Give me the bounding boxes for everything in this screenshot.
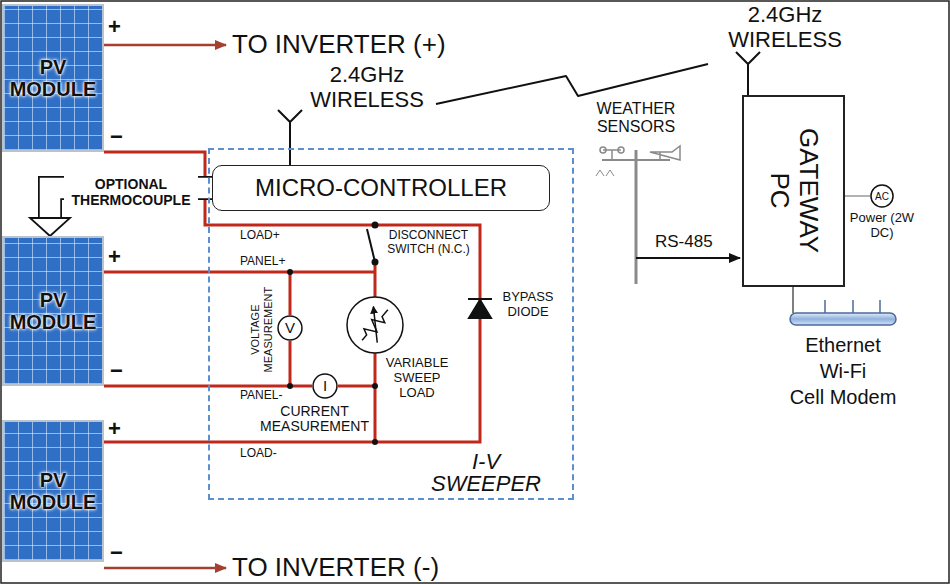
weather-mast [596,170,614,176]
weather-mast [618,147,624,153]
node-label: GATEWAY PC [765,126,822,256]
weather-mast [600,147,606,153]
junction-dot [372,439,378,445]
net-label: PANEL+ [240,255,285,269]
diode-label: BYPASS DIODE [492,290,564,320]
network-bus [790,313,896,325]
link-label: Ethernet [768,334,918,357]
power-lead [845,195,870,197]
network-bus [852,300,854,313]
diode-symbol [468,298,492,300]
circle-outline [871,185,893,207]
ammeter-symbol: I [312,373,338,399]
network-bus [824,300,826,313]
sensor-label: WEATHER SENSORS [580,100,692,137]
network-bus [879,300,881,313]
polarity-sign: + [108,14,121,39]
weather-mast [635,150,638,284]
net-label: PANEL- [240,389,282,403]
node-label: PV MODULE [8,469,98,513]
link-label: Cell Modem [768,386,918,409]
weather-mast [650,146,680,160]
junction-dot [372,259,379,266]
rs485-arrow [636,257,740,259]
circle-outline [313,374,337,398]
pv-module: PV MODULE [2,236,104,386]
antenna-symbol [736,52,760,64]
lead-label: TO INVERTER (+) [232,30,446,60]
variable-load-symbol [347,297,403,353]
switch-label: DISCONNECT SWITCH (N.C.) [381,229,476,257]
bus-label: RS-485 [655,232,713,252]
antenna-label: 2.4GHz WIRELESS [700,2,870,53]
network-bus [790,287,896,325]
polarity-sign: + [108,244,121,269]
power-symbol: AC [870,184,894,208]
variable-load-symbol [352,301,398,348]
variable-load-symbol [357,307,393,343]
circle-outline [278,316,302,340]
net-label: LOAD- [240,447,277,461]
polarity-sign: − [110,358,123,383]
disconnect-switch [367,229,375,262]
variable-load-symbol [358,306,393,344]
diode-symbol [468,299,492,318]
voltmeter-symbol: V [277,315,303,341]
pv-module: PV MODULE [2,4,104,152]
antenna-symbol [278,110,302,122]
microcontroller-box: MICRO-CONTROLLER [212,165,550,211]
node-label: MICRO-CONTROLLER [255,175,507,201]
load-label: VARIABLE SWEEP LOAD [381,356,453,401]
meter-label: VOLTAGE MEASUREMENT [249,280,274,380]
meter-label: CURRENT MEASUREMENT [252,404,377,435]
pv-module: PV MODULE [2,420,104,562]
polarity-sign: − [110,124,123,149]
gateway-box: GATEWAY PC [742,95,845,287]
arrow-head [30,218,70,236]
network-bus [792,287,794,313]
rs485-arrow [636,257,740,259]
node-label: V [285,320,295,337]
net-label: LOAD+ [240,229,280,243]
junction-dot [287,383,293,389]
diode-symbol [469,300,491,318]
edge-label: OPTIONAL THERMOCOUPLE [64,176,198,208]
junction-dot [287,269,293,275]
sweeper-wiring [374,353,377,442]
weather-mast [611,150,613,160]
inverter-lead [104,44,226,47]
lead-label: TO INVERTER (-) [232,553,439,583]
junction-dot [372,383,378,389]
node-label: I-V SWEEPER [430,451,542,495]
node-label: AC [875,191,889,202]
antenna-label: 2.4GHz WIRELESS [292,62,442,113]
power-lead [845,195,870,197]
junction-dot [372,222,379,229]
disconnect-switch [367,229,375,262]
inverter-lead [104,567,226,570]
link-label: Wi-Fi [768,360,918,383]
node-label: PV MODULE [8,56,98,100]
weather-mast [596,146,680,284]
polarity-sign: − [110,540,123,565]
variable-load-symbol [347,297,403,353]
polarity-sign: + [108,416,121,441]
power-label: Power (2W DC) [846,211,918,241]
node-label: PV MODULE [8,289,98,333]
node-label: I [323,378,327,395]
sweeper-wiring [104,262,375,297]
